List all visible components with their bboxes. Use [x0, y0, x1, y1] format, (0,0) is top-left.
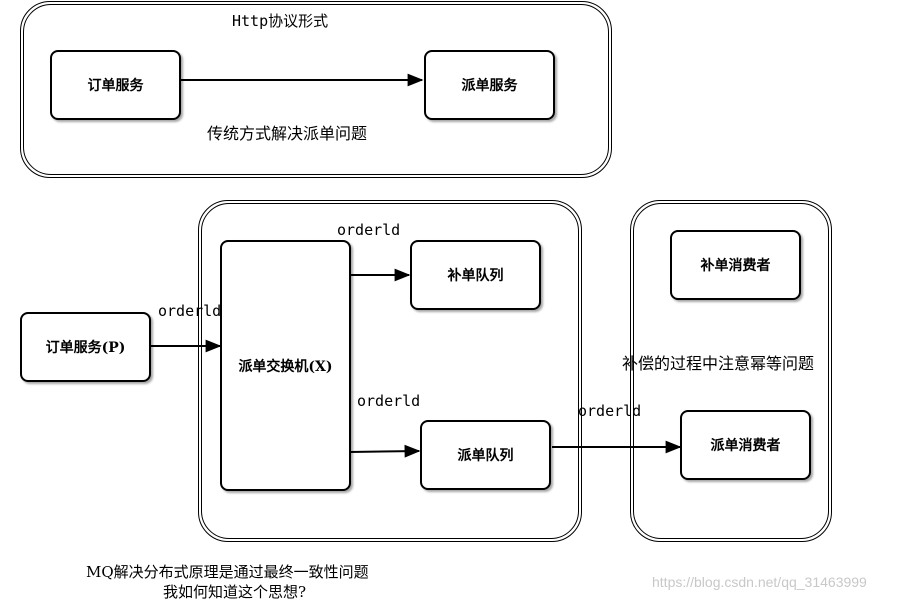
edge-label-exchange-to-supplement: orderld: [337, 221, 401, 239]
edge-label-order-to-exchange: orderld: [158, 302, 222, 320]
dispatch-service-box: 派单服务: [424, 50, 555, 120]
exchange-box: 派单交换机(X): [220, 240, 351, 491]
order-service-box: 订单服务: [50, 50, 181, 120]
watermark: https://blog.csdn.net/qq_31463999: [652, 574, 867, 590]
dispatch-consumer-box: 派单消费者: [680, 410, 811, 480]
arrow-exchange-to-dispatch-queue: [349, 444, 421, 458]
order-service-p-box: 订单服务(P): [20, 312, 151, 382]
supplement-queue-box: 补单队列: [410, 240, 541, 310]
bottom-note-line2: 我如何知道这个思想?: [163, 583, 307, 601]
top-panel-title: Http协议形式: [232, 12, 329, 30]
dispatch-queue-box: 派单队列: [420, 420, 551, 490]
bottom-note-line1: MQ解决分布式原理是通过最终一致性问题: [86, 563, 369, 581]
edge-label-exchange-to-dispatch: orderld: [357, 392, 421, 410]
top-panel-caption: 传统方式解决派单问题: [207, 124, 368, 143]
edge-label-dispatch-to-consumer: orderld: [578, 402, 642, 420]
supplement-consumer-box: 补单消费者: [670, 230, 801, 300]
idempotency-note: 补偿的过程中注意幂等问题: [622, 354, 815, 373]
